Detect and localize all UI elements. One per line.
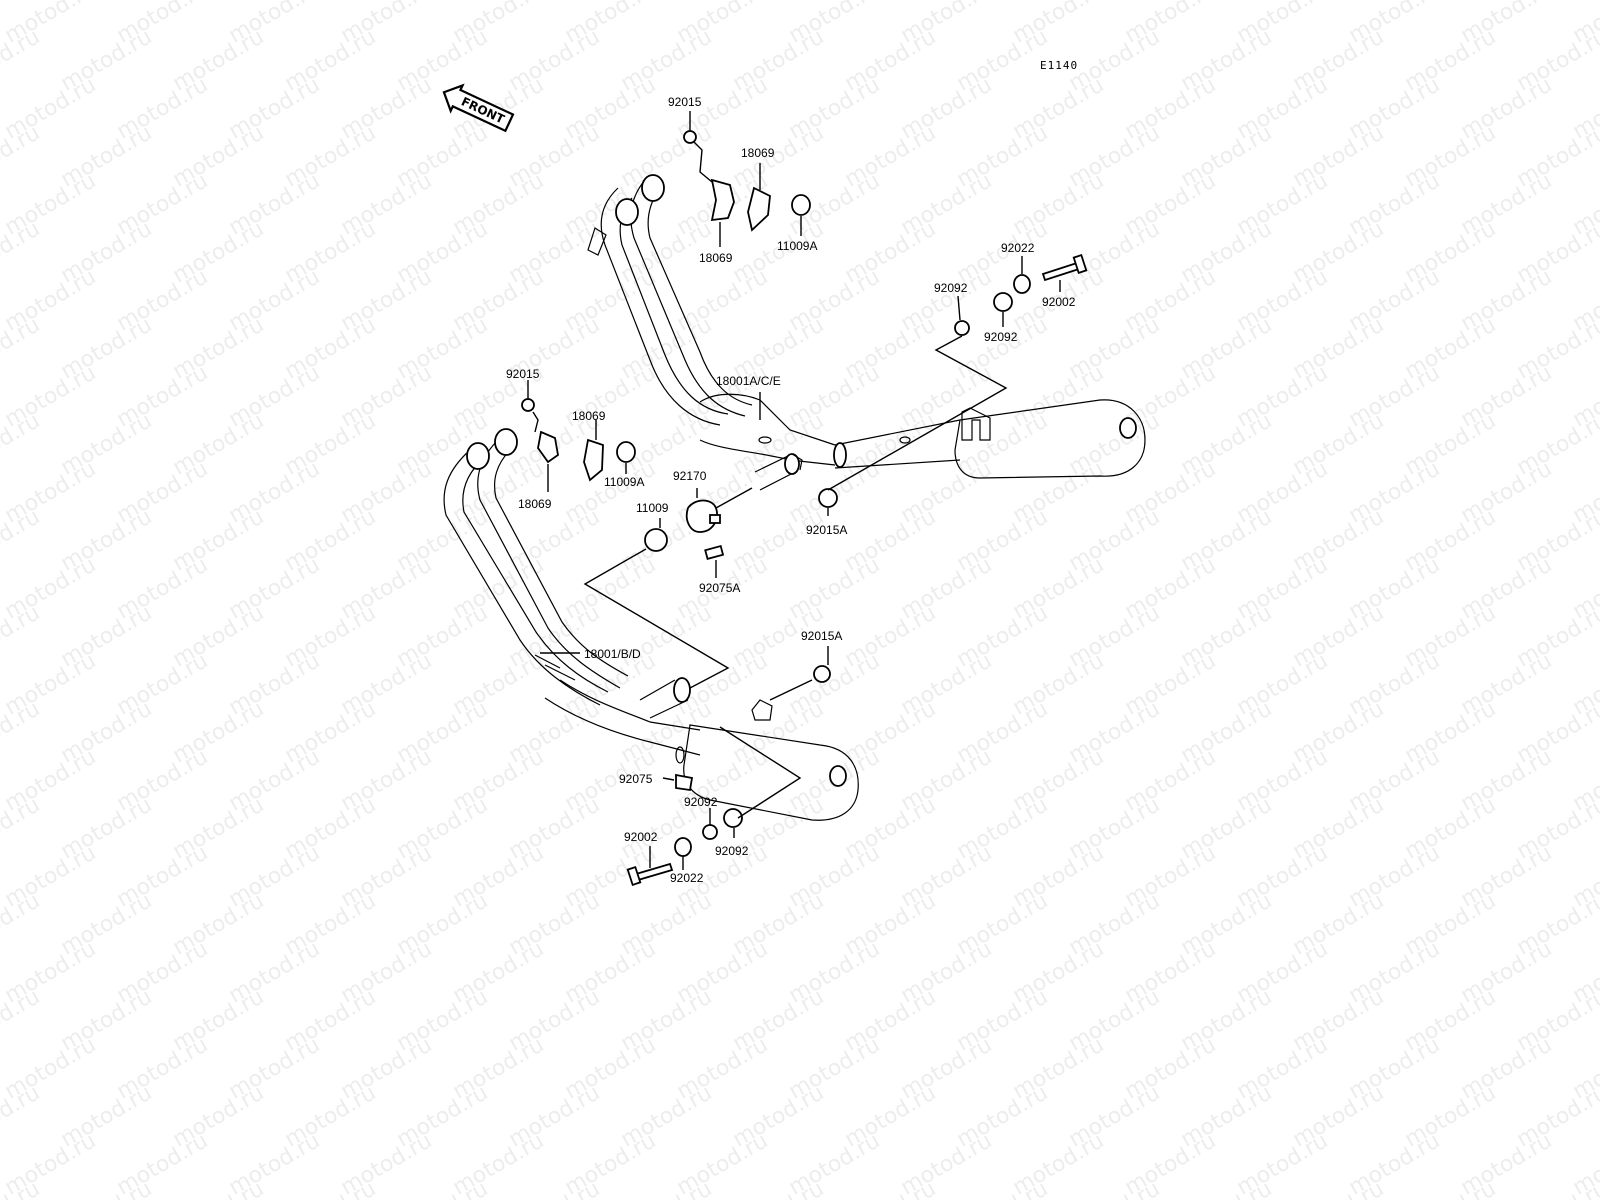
keeper-18069-top-left — [710, 178, 735, 222]
nut-92015-top — [683, 130, 697, 144]
front-arrow-icon: FRONT — [442, 83, 515, 133]
bushing-92092-lower-b — [723, 808, 743, 828]
part-label: 11009A — [604, 475, 644, 489]
lower-exhaust-pipe — [443, 428, 859, 821]
part-label: 92075 — [619, 772, 653, 786]
part-label: 92015A — [801, 629, 842, 643]
part-label: 18069 — [572, 409, 606, 423]
nut-92015-left — [521, 398, 535, 412]
part-label: 92022 — [670, 871, 704, 885]
clamp-92170-bolt — [709, 514, 721, 524]
damper-92075A — [704, 544, 725, 561]
bolt-92002-lower-head — [626, 866, 642, 886]
part-label: 18001A/C/E — [716, 374, 781, 388]
part-label: 18069 — [741, 146, 775, 160]
part-label: 92092 — [984, 330, 1018, 344]
keeper-18069-top-right — [747, 186, 771, 232]
gasket-11009A-left — [616, 441, 636, 463]
nut-92015A-lower — [813, 665, 831, 683]
part-label: 92015A — [806, 523, 847, 537]
upper-exhaust-pipe — [587, 174, 1146, 491]
bushing-92092-right-upper — [993, 292, 1013, 312]
part-label: 11009A — [777, 239, 817, 253]
part-label: 92092 — [684, 795, 718, 809]
part-label: 18069 — [699, 251, 733, 265]
part-label: 92022 — [1001, 241, 1035, 255]
part-label: 92092 — [715, 844, 749, 858]
nut-92015A-upper — [818, 488, 838, 508]
bushing-92092-lower-a — [702, 824, 718, 840]
part-label: 92002 — [1042, 295, 1076, 309]
part-label: 92092 — [934, 281, 968, 295]
part-label: 18069 — [518, 497, 552, 511]
part-label: 18001/B/D — [584, 647, 641, 661]
part-label: 92015 — [506, 367, 540, 381]
keeper-18069-left-a — [537, 430, 559, 464]
washer-92022-right — [1013, 274, 1031, 294]
gasket-11009A-top — [791, 194, 811, 216]
diagram-code: E1140 — [1040, 59, 1078, 72]
part-label: 92170 — [673, 469, 707, 483]
part-label: 11009 — [636, 501, 669, 515]
part-label: 92002 — [624, 830, 658, 844]
damper-92075 — [675, 773, 694, 792]
clamp-92170 — [685, 499, 718, 533]
washer-92022-lower — [674, 837, 692, 857]
bushing-92092-right-lower — [954, 320, 970, 336]
part-label: 92015 — [668, 95, 702, 109]
keeper-18069-left-b — [583, 438, 604, 482]
part-label: 92075A — [699, 581, 740, 595]
gasket-11009 — [644, 528, 668, 552]
leader-lines — [527, 111, 1061, 870]
bolt-92002-right-head — [1072, 254, 1088, 274]
bolt-92002-lower — [634, 862, 674, 882]
